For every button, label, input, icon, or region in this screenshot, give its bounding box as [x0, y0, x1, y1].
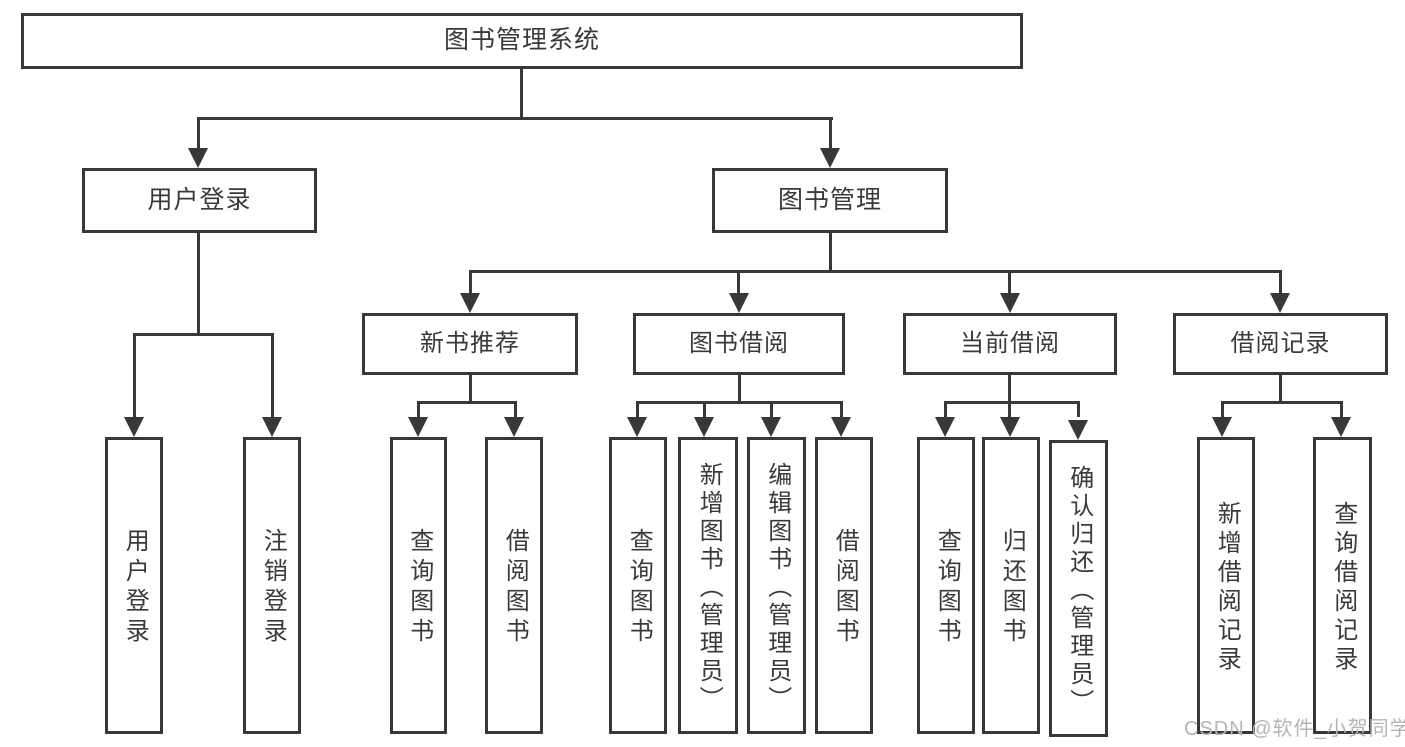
- connector-line: [703, 401, 706, 417]
- connector-arrowhead: [408, 417, 428, 437]
- connector-line: [1221, 401, 1224, 417]
- connector-line: [1008, 401, 1011, 417]
- node-leaf-logout: 注销登录: [243, 437, 301, 734]
- node-borrow-record: 借阅记录: [1173, 313, 1388, 375]
- connector-line: [840, 401, 843, 417]
- connector-arrowhead: [1270, 293, 1290, 313]
- connector-arrowhead: [761, 417, 781, 437]
- connector-arrowhead: [935, 417, 955, 437]
- node-new-book-recommend: 新书推荐: [362, 313, 578, 375]
- connector-line: [770, 401, 773, 417]
- connector-line: [1077, 401, 1080, 417]
- connector-line: [417, 401, 517, 404]
- node-book-borrow: 图书借阅: [633, 313, 845, 375]
- connector-line: [520, 69, 523, 117]
- connector-arrowhead: [820, 148, 840, 168]
- connector-arrowhead: [694, 417, 714, 437]
- connector-line: [829, 233, 832, 273]
- node-leaf-query-borrow-record: 查询借阅记录: [1313, 437, 1372, 734]
- connector-arrowhead: [1000, 293, 1020, 313]
- connector-line: [469, 270, 472, 293]
- connector-line: [133, 333, 274, 336]
- node-leaf-query-book-2: 查询图书: [609, 437, 667, 734]
- connector-line: [636, 401, 639, 417]
- connector-line: [514, 401, 517, 417]
- connector-line: [1008, 270, 1011, 293]
- node-leaf-user-login: 用户登录: [105, 437, 163, 734]
- connector-line: [469, 270, 1282, 273]
- connector-line: [1008, 375, 1011, 403]
- connector-line: [417, 401, 420, 417]
- node-root: 图书管理系统: [21, 13, 1023, 69]
- node-leaf-return-book: 归还图书: [982, 437, 1040, 734]
- connector-line: [944, 401, 947, 417]
- node-leaf-borrow-book-1: 借阅图书: [485, 437, 543, 734]
- connector-line: [197, 233, 200, 335]
- connector-arrowhead: [729, 293, 749, 313]
- node-leaf-query-book-1: 查询图书: [390, 437, 447, 734]
- connector-arrowhead: [627, 417, 647, 437]
- connector-arrowhead: [262, 417, 282, 437]
- csdn-watermark: CSDN @软件_小贺同学: [1184, 718, 1405, 740]
- connector-arrowhead: [1000, 417, 1020, 437]
- connector-arrowhead: [124, 417, 144, 437]
- node-user-login: 用户登录: [82, 168, 317, 233]
- connector-line: [738, 375, 741, 403]
- node-leaf-confirm-return-admin: 确认归还（管理员）: [1049, 440, 1108, 737]
- connector-line: [1221, 401, 1343, 404]
- connector-line: [197, 117, 200, 150]
- node-leaf-query-book-3: 查询图书: [917, 437, 975, 734]
- connector-line: [133, 333, 136, 417]
- connector-line: [1279, 270, 1282, 293]
- node-leaf-borrow-book-2: 借阅图书: [815, 437, 873, 734]
- connector-line: [197, 117, 833, 120]
- connector-line: [271, 333, 274, 417]
- node-leaf-add-borrow-record: 新增借阅记录: [1197, 437, 1255, 734]
- connector-line: [737, 270, 740, 293]
- connector-line: [1279, 375, 1282, 403]
- connector-arrowhead: [1331, 417, 1351, 437]
- connector-line: [829, 117, 832, 150]
- connector-arrowhead: [504, 417, 524, 437]
- node-leaf-add-book-admin: 新增图书（管理员）: [678, 437, 738, 734]
- connector-line: [1340, 401, 1343, 417]
- node-leaf-edit-book-admin: 编辑图书（管理员）: [747, 437, 806, 734]
- node-current-borrow: 当前借阅: [903, 313, 1117, 375]
- connector-arrowhead: [831, 417, 851, 437]
- connector-line: [636, 401, 843, 404]
- connector-arrowhead: [1068, 420, 1088, 440]
- node-book-management: 图书管理: [712, 168, 948, 233]
- connector-line: [469, 375, 472, 403]
- connector-line: [944, 401, 1080, 404]
- connector-arrowhead: [1212, 417, 1232, 437]
- connector-arrowhead: [460, 293, 480, 313]
- connector-arrowhead: [188, 148, 208, 168]
